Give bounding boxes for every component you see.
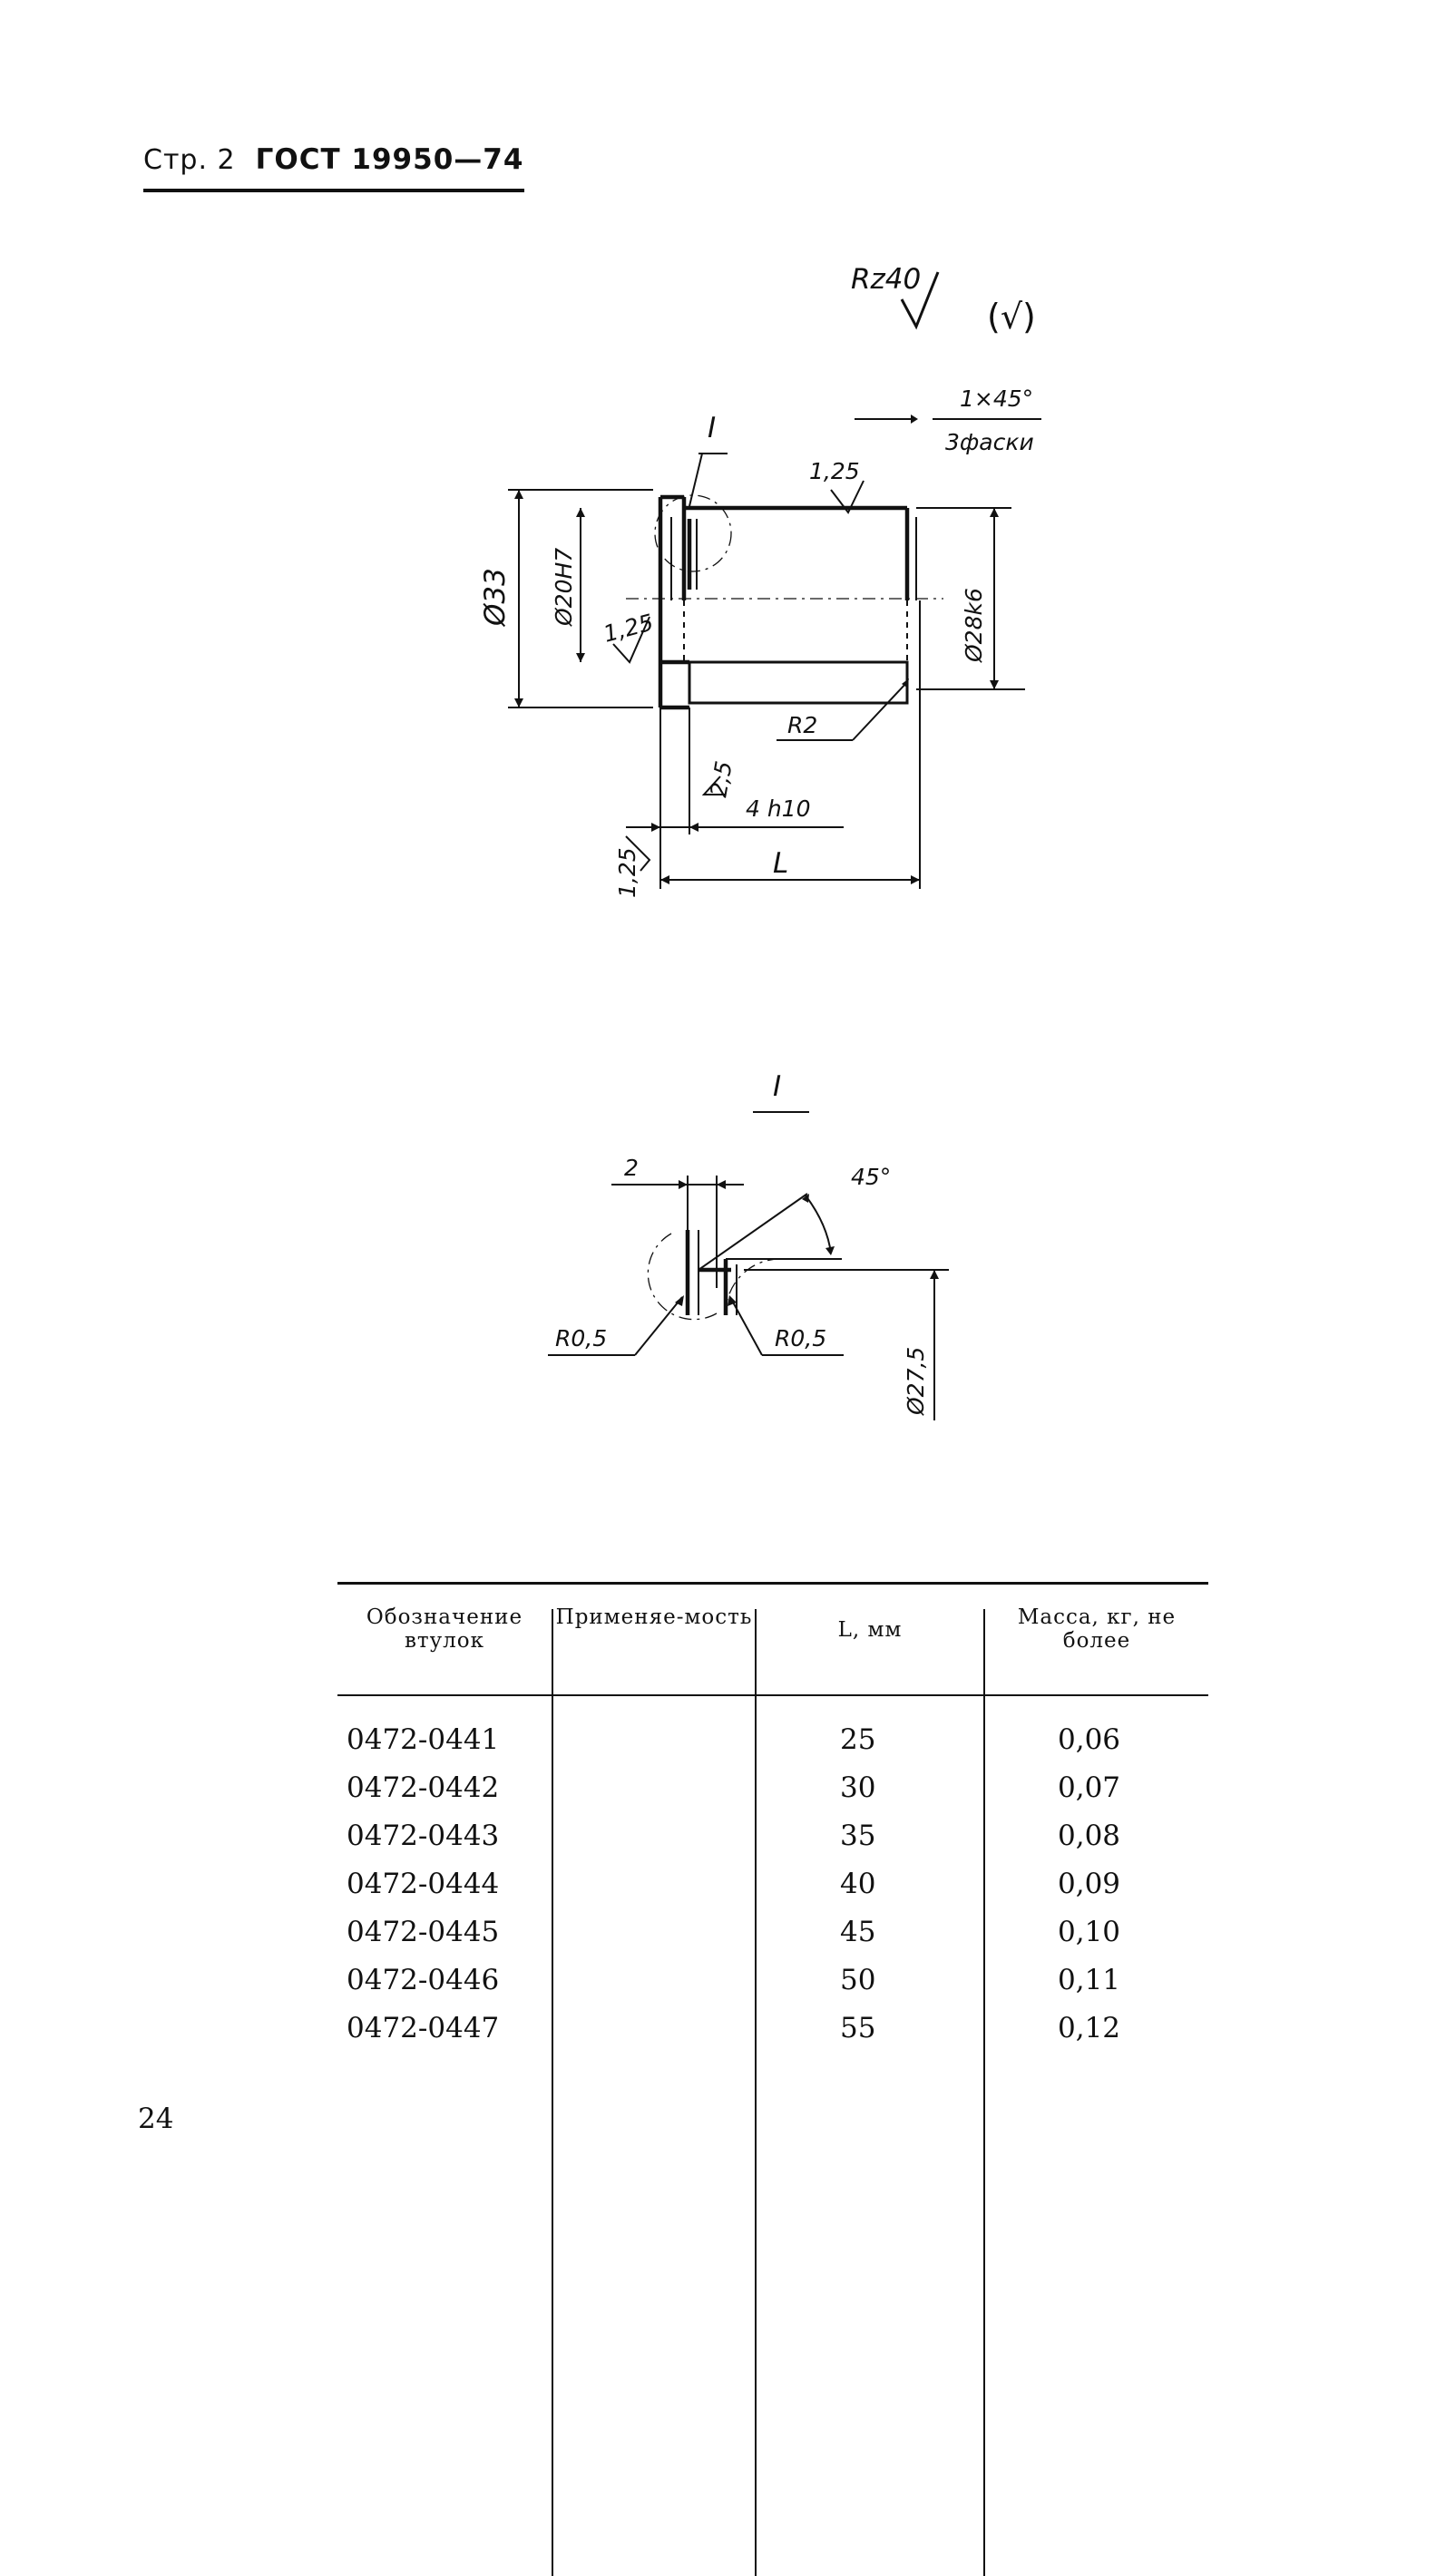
table-cell-designation: 0472-0441 (347, 1723, 500, 1756)
dia-outer-label: Ø33 (479, 568, 512, 628)
roughness-125-top: 1,25 (809, 458, 860, 484)
radius-label: R2 (787, 712, 817, 738)
dia-bore-label: Ø20Н7 (551, 548, 577, 627)
detail-radius-left: R0,5 (555, 1325, 607, 1351)
table-cell-designation: 0472-0446 (347, 1964, 500, 1996)
table-cell-designation: 0472-0445 (347, 1916, 500, 1948)
table-cell-length: 45 (840, 1916, 876, 1948)
table-cell-length: 25 (840, 1723, 876, 1756)
page-label: Стр. 2 (143, 144, 236, 176)
table-cell-length: 50 (840, 1964, 876, 1996)
table-cell-mass: 0,12 (1058, 2012, 1121, 2044)
roughness-125-left: 1,25 (601, 609, 656, 647)
table-cell-mass: 0,10 (1058, 1916, 1121, 1948)
table-header-designation: Обозначение втулок (366, 1605, 523, 1653)
table-header-length: L, мм (837, 1618, 903, 1642)
table-cell-length: 35 (840, 1820, 876, 1852)
roughness-125-bottom: 1,25 (614, 847, 640, 898)
bushing-outline (654, 494, 917, 710)
table-top-rule (337, 1582, 1208, 1585)
table-cell-length: 40 (840, 1868, 876, 1900)
table-cell-mass: 0,11 (1058, 1964, 1121, 1996)
table-cell-length: 30 (840, 1771, 876, 1804)
table-header-mass: Масса, кг, не более (1017, 1605, 1177, 1653)
column-divider (552, 1609, 553, 2576)
technical-drawing: Rz40 (√) 1×45° 3фаски I 1,25 (479, 263, 1041, 1420)
standard-title: ГОСТ 19950—74 (255, 143, 524, 176)
table-cell-designation: 0472-0444 (347, 1868, 500, 1900)
length-label: L (773, 847, 788, 880)
table-header-rule (337, 1694, 1208, 1696)
roughness-main-label: Rz40 (851, 263, 921, 296)
table-cell-mass: 0,08 (1058, 1820, 1121, 1852)
detail-ref-label: I (708, 412, 716, 444)
collar-label: 4 h10 (746, 795, 811, 822)
table-cell-mass: 0,07 (1058, 1771, 1121, 1804)
page-header: Стр. 2 ГОСТ 19950—74 (143, 143, 524, 192)
detail-dia: Ø27,5 (903, 1347, 929, 1416)
detail-dim-width: 2 (624, 1155, 639, 1181)
dia-body-label: Ø28k6 (961, 588, 987, 663)
table-header-applicability: Применяе-мость (555, 1605, 753, 1629)
roughness-25: 2,5 (705, 759, 737, 799)
column-divider (983, 1609, 985, 2576)
chamfer-note: 3фаски (945, 429, 1034, 455)
detail-title: I (773, 1070, 781, 1103)
table-cell-length: 55 (840, 2012, 876, 2044)
detail-radius-right: R0,5 (775, 1325, 826, 1351)
chamfer-label: 1×45° (960, 385, 1033, 412)
table-cell-designation: 0472-0443 (347, 1820, 500, 1852)
table-cell-designation: 0472-0447 (347, 2012, 500, 2044)
table-cell-mass: 0,09 (1058, 1868, 1121, 1900)
table-cell-designation: 0472-0442 (347, 1771, 500, 1804)
roughness-rest-label: (√) (987, 297, 1036, 337)
roughness-main-symbol: Rz40 (851, 263, 940, 330)
detail-angle: 45° (851, 1164, 891, 1190)
header-rule (143, 189, 524, 192)
column-divider (755, 1609, 757, 2576)
page-number: 24 (138, 2103, 174, 2135)
table-cell-mass: 0,06 (1058, 1723, 1121, 1756)
